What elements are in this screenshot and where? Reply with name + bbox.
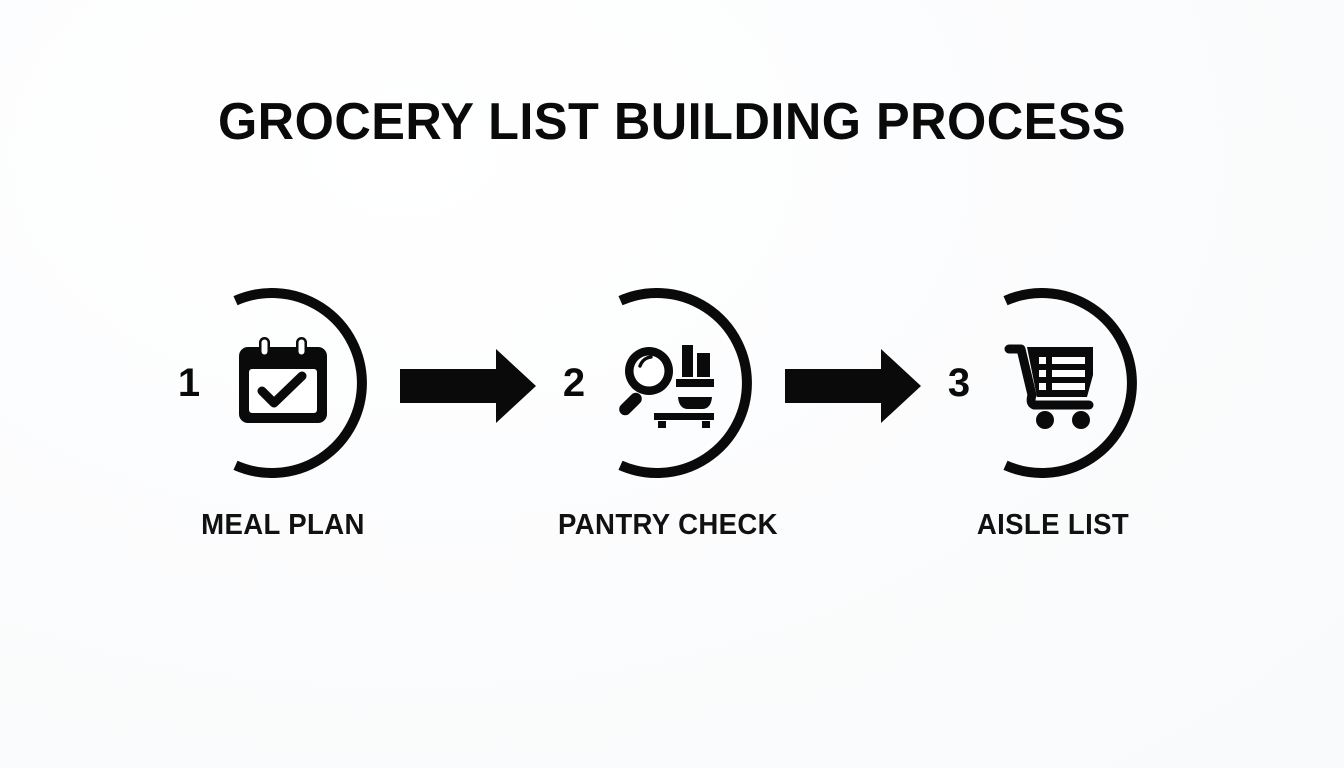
magnifier-pantry-shelf-icon xyxy=(616,335,720,431)
calendar-check-icon xyxy=(231,335,335,431)
step-2-ring xyxy=(573,288,763,478)
arrow-step2-to-step3-icon xyxy=(783,348,923,424)
step-3-label: AISLE LIST xyxy=(976,509,1130,541)
step-2-number: 2 xyxy=(562,361,586,405)
shopping-cart-checklist-icon xyxy=(1001,335,1105,431)
process-steps-row: 1 xyxy=(0,288,1344,478)
process-step-3[interactable]: 3 xyxy=(948,288,1148,478)
step-3-number: 3 xyxy=(947,361,971,405)
page-title: GROCERY LIST BUILDING PROCESS xyxy=(217,93,1127,151)
step-2-label: PANTRY CHECK xyxy=(558,509,778,541)
step-1-label: MEAL PLAN xyxy=(201,509,365,541)
step-3-ring xyxy=(958,288,1148,478)
step-1-ring xyxy=(188,288,378,478)
step-labels-row: MEAL PLAN PANTRY CHECK AISLE LIST xyxy=(0,508,1344,558)
process-step-1[interactable]: 1 xyxy=(178,288,378,478)
step-1-number: 1 xyxy=(177,361,201,405)
arrow-step1-to-step2-icon xyxy=(398,348,538,424)
process-step-2[interactable]: 2 xyxy=(563,288,763,478)
